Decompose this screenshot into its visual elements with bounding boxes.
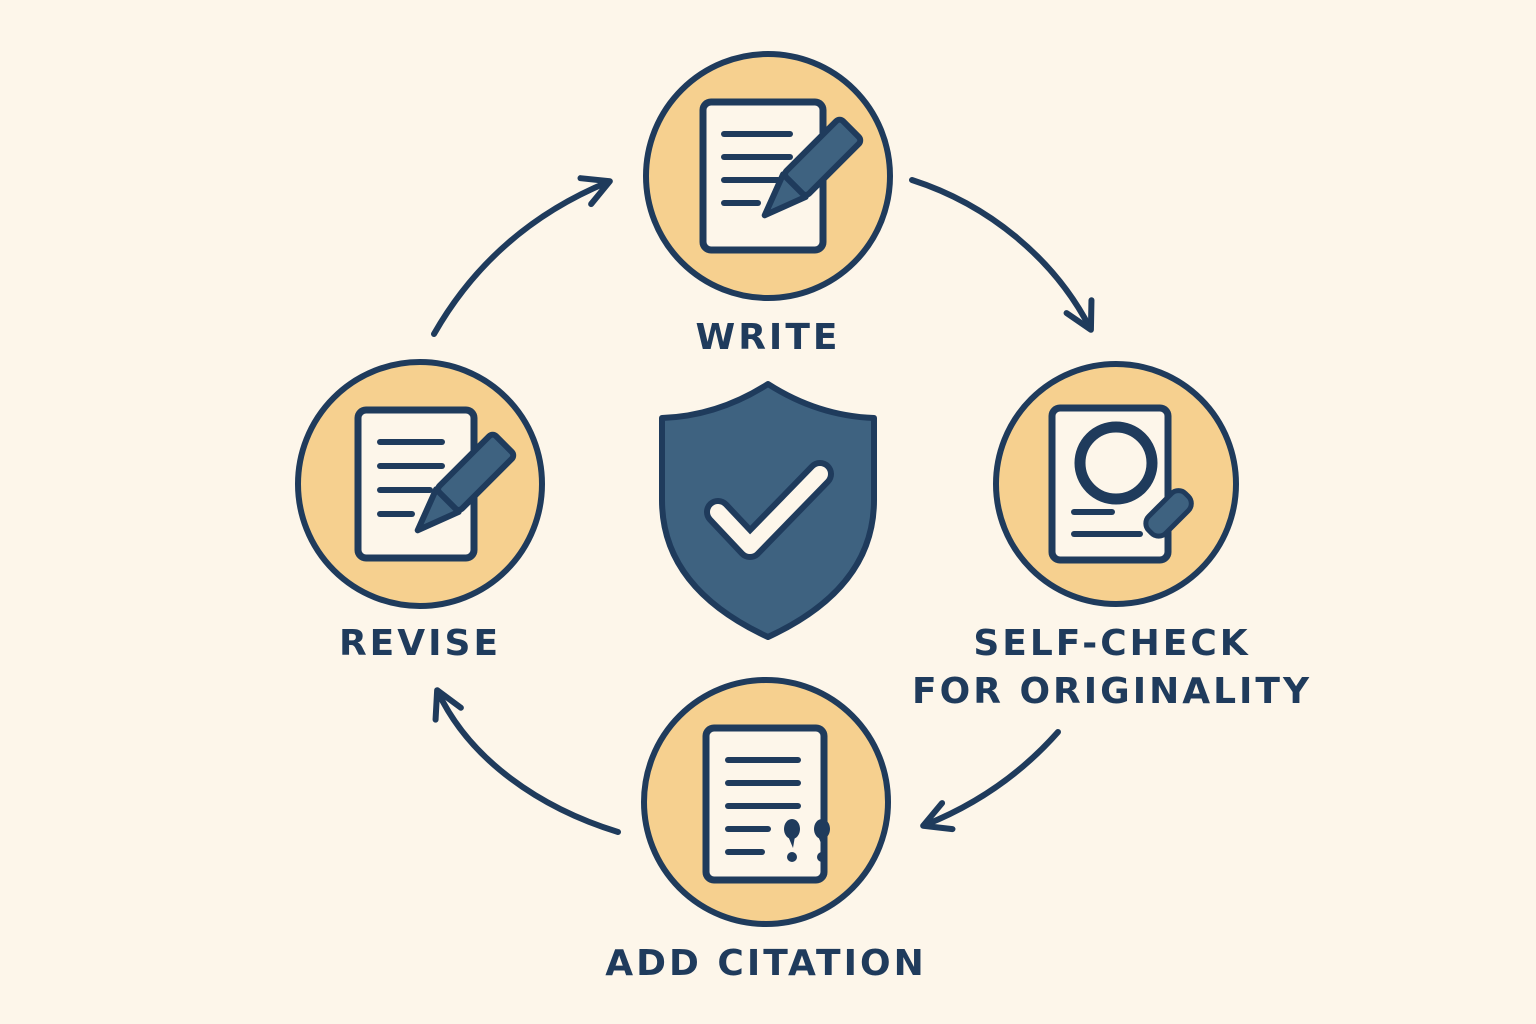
arrow-revise-to-write bbox=[431, 175, 613, 337]
document-magnifier-icon bbox=[1048, 404, 1194, 564]
document-pencil-icon bbox=[354, 406, 517, 562]
label-self-check-line2: FOR ORIGINALITY bbox=[912, 671, 1313, 712]
node-write bbox=[643, 51, 893, 301]
label-add-citation-text: ADD CITATION bbox=[605, 943, 927, 984]
arrow-add-citation-to-revise bbox=[432, 687, 621, 835]
label-add-citation: ADD CITATION bbox=[566, 940, 966, 988]
arrow-write-to-self-check bbox=[909, 177, 1095, 333]
quote-marks-icon bbox=[784, 819, 830, 862]
label-self-check-line1: SELF-CHECK bbox=[973, 623, 1251, 664]
document-quote-icon bbox=[702, 724, 830, 884]
label-write-text: WRITE bbox=[695, 317, 841, 358]
document-pencil-icon bbox=[699, 98, 864, 254]
label-revise-text: REVISE bbox=[338, 623, 502, 664]
label-write: WRITE bbox=[668, 314, 868, 362]
label-revise: REVISE bbox=[320, 620, 520, 668]
node-revise bbox=[295, 359, 545, 609]
label-self-check: SELF-CHECK FOR ORIGINALITY bbox=[912, 620, 1312, 716]
shield-check-icon bbox=[659, 381, 877, 640]
node-self-check bbox=[993, 361, 1239, 607]
node-add-citation bbox=[641, 677, 891, 927]
arrow-self-check-to-add-citation bbox=[920, 729, 1061, 833]
